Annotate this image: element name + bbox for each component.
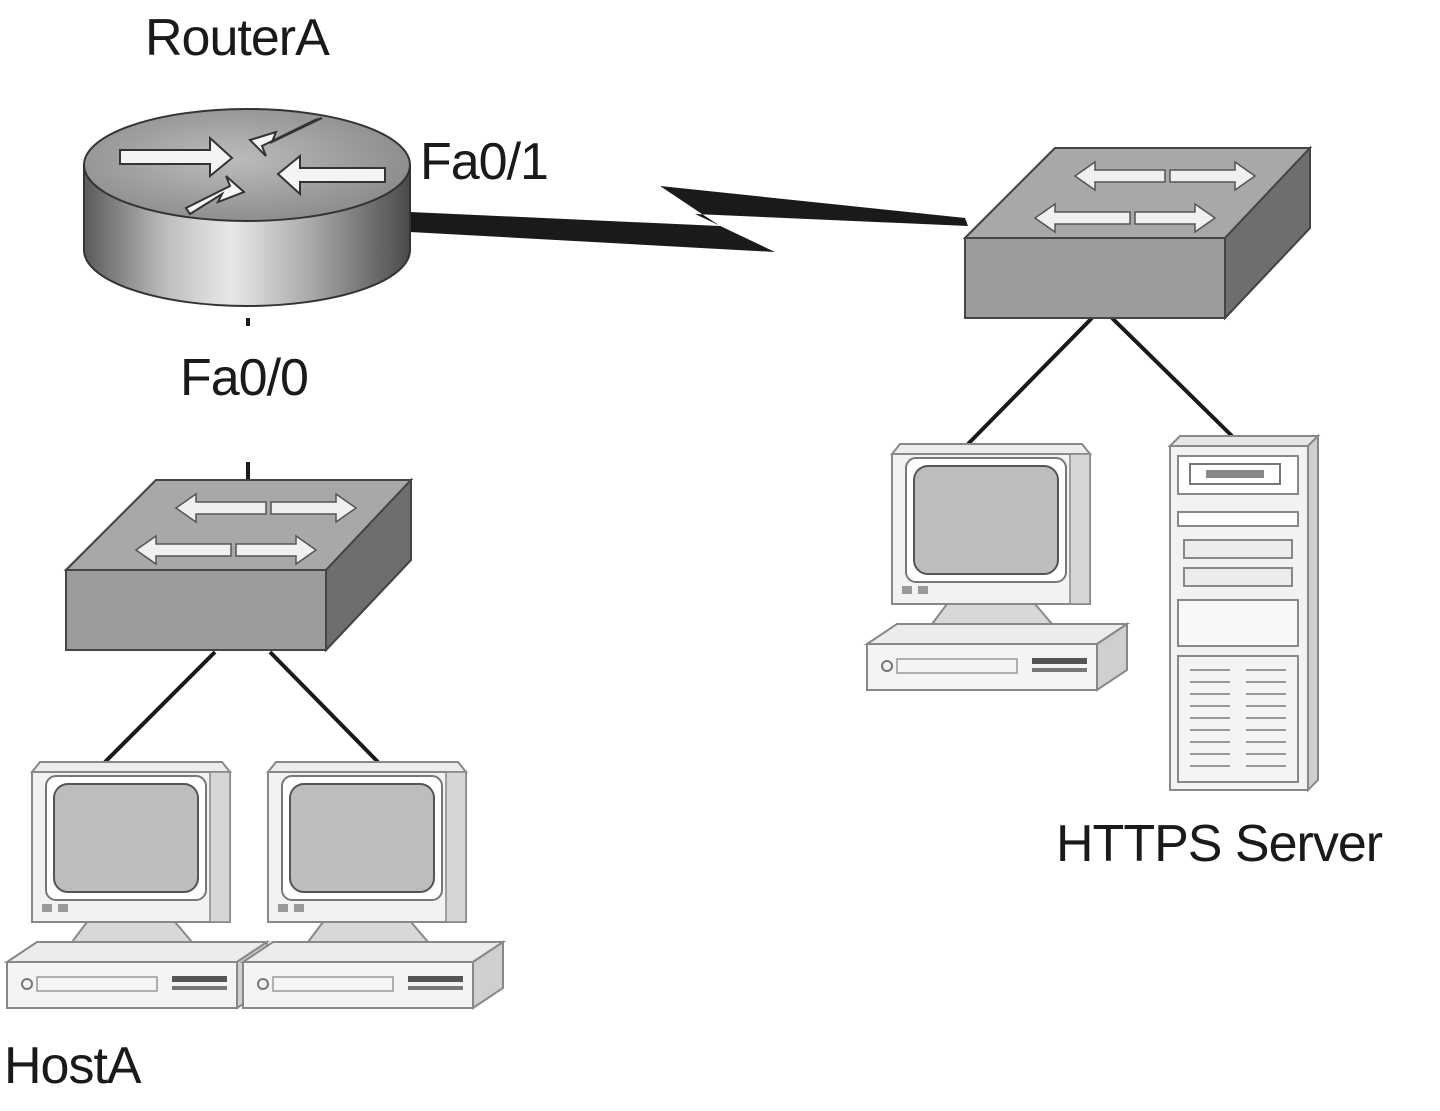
host-a-label: HostA <box>4 1037 142 1095</box>
interface-fa00-label: Fa0/0 <box>180 349 309 407</box>
serial-link-lightning <box>410 186 968 252</box>
link-switch-right-server <box>1110 316 1234 438</box>
link-switch-right-pc <box>966 316 1094 446</box>
pc-left-2-icon <box>242 761 504 1009</box>
host-a-pc-icon <box>6 761 268 1009</box>
router-a-label: RouterA <box>145 9 330 67</box>
switch-right-icon <box>964 147 1311 319</box>
link-switch-left-pc2 <box>268 650 380 764</box>
https-server-label: HTTPS Server <box>1056 815 1383 873</box>
https-server-icon <box>1167 433 1321 793</box>
pc-right-icon <box>866 443 1128 691</box>
interface-fa01-label: Fa0/1 <box>420 133 549 191</box>
switch-left-icon <box>65 479 412 651</box>
link-switch-left-hosta <box>103 650 217 764</box>
router-a-icon <box>83 108 411 307</box>
